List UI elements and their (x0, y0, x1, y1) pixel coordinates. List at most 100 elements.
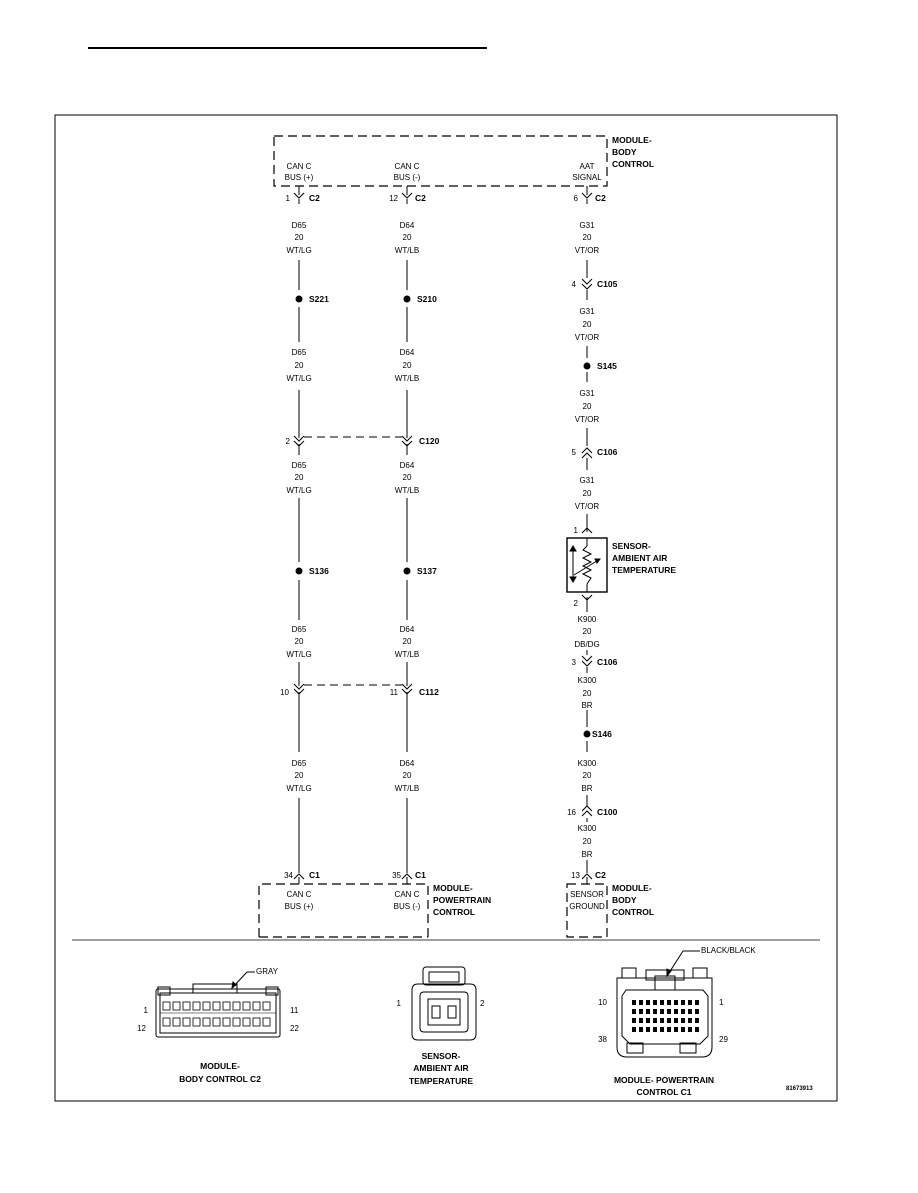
svg-text:D65: D65 (292, 348, 307, 357)
pin-number: 11 (390, 688, 399, 697)
splice-s137 (403, 567, 411, 575)
splice-label: S136 (309, 566, 329, 576)
svg-text:WT/LB: WT/LB (395, 650, 419, 659)
pin-number: 4 (572, 280, 577, 289)
diagram-frame (54, 114, 838, 1102)
wire-label-k300: K300 20 BR (578, 676, 597, 710)
pin-label-can-c-neg: BUS (-) (394, 902, 421, 911)
pin-number: 2 (286, 437, 291, 446)
splice-s146 (583, 730, 591, 738)
svg-text:WT/LB: WT/LB (395, 374, 419, 383)
pin-label-sensor-ground: SENSOR (570, 890, 604, 899)
splice-s210 (403, 295, 411, 303)
svg-text:WT/LG: WT/LG (286, 486, 311, 495)
splice-s136 (295, 567, 303, 575)
svg-text:20: 20 (295, 361, 304, 370)
pin-number: 5 (572, 448, 577, 457)
pin-number: 34 (284, 871, 293, 880)
svg-text:G31: G31 (579, 307, 595, 316)
connector-label: C100 (597, 807, 618, 817)
pin-number: 35 (392, 871, 401, 880)
pin-label-can-c-neg: CAN C (395, 890, 420, 899)
wire-label-d65: D65 20 WT/LG (286, 461, 311, 495)
svg-text:VT/OR: VT/OR (575, 415, 600, 424)
connector-label: C106 (597, 447, 618, 457)
pin-number: 29 (719, 1035, 728, 1044)
svg-text:20: 20 (295, 473, 304, 482)
pin-number: 11 (290, 1006, 299, 1015)
bcm-c2-connector-view (155, 971, 281, 1038)
svg-text:D65: D65 (292, 221, 307, 230)
splice-label: S146 (592, 729, 612, 739)
pcm-c1-connector-view (616, 950, 713, 1058)
wire-label-d64: D64 20 WT/LB (395, 348, 419, 383)
svg-text:G31: G31 (579, 389, 595, 398)
pin-label-can-c-pos: CAN C (287, 890, 312, 899)
connector-c105 (581, 278, 593, 290)
svg-text:WT/LB: WT/LB (395, 486, 419, 495)
module-label-line: BODY (612, 895, 637, 905)
connector-view-title: MODULE- POWERTRAIN (614, 1075, 714, 1085)
connector-view-title: AMBIENT AIR (413, 1063, 468, 1073)
connector-c112 (293, 683, 413, 695)
pin-label-aat-signal: AAT (580, 162, 595, 171)
connector-view-title: TEMPERATURE (409, 1076, 473, 1086)
splice-label: S145 (597, 361, 617, 371)
wire-label-k300: K300 20 BR (578, 759, 597, 793)
connector-c106 (581, 447, 593, 459)
connector-c2-top (293, 192, 593, 199)
svg-text:20: 20 (403, 473, 412, 482)
pin-number: 10 (280, 688, 289, 697)
splice-label: S137 (417, 566, 437, 576)
connector-label: C106 (597, 657, 618, 667)
wire-label-d65: D65 20 WT/LG (286, 759, 311, 793)
wire-label-g31: G31 20 VT/OR (575, 389, 600, 424)
svg-text:K300: K300 (578, 676, 597, 685)
svg-text:DB/DG: DB/DG (574, 640, 599, 649)
module-label-line: POWERTRAIN (433, 895, 491, 905)
connector-label: C105 (597, 279, 618, 289)
connector-c1-bottom (293, 873, 593, 880)
pin-label-can-c-pos: BUS (+) (285, 173, 314, 182)
module-label-line: CONTROL (433, 907, 475, 917)
module-label-line: MODULE- (612, 135, 652, 145)
pin-number: 2 (480, 999, 485, 1008)
wire-label-d65: D65 20 WT/LG (286, 348, 311, 383)
pin-label-can-c-neg: BUS (-) (394, 173, 421, 182)
body-control-module-top: MODULE- BODY CONTROL CAN C BUS (+) CAN C… (273, 135, 654, 187)
svg-text:D64: D64 (400, 461, 415, 470)
connector-label: C120 (419, 436, 440, 446)
svg-text:VT/OR: VT/OR (575, 246, 600, 255)
pin-number: 1 (286, 194, 291, 203)
ambient-air-temp-sensor (566, 527, 608, 601)
pin-number: 22 (290, 1024, 299, 1033)
svg-text:D65: D65 (292, 461, 307, 470)
wire-label-k900: K900 20 DB/DG (574, 615, 599, 649)
splice-s221 (295, 295, 303, 303)
connector-view-title: SENSOR- (422, 1051, 461, 1061)
connector-view-title: MODULE- (200, 1061, 240, 1071)
svg-text:D64: D64 (400, 625, 415, 634)
svg-text:20: 20 (583, 402, 592, 411)
svg-text:G31: G31 (579, 221, 595, 230)
pin-number: 1 (397, 999, 402, 1008)
sensor-label-line: TEMPERATURE (612, 565, 676, 575)
aat-sensor-connector-view (411, 966, 477, 1041)
pin-label-can-c-pos: CAN C (287, 162, 312, 171)
svg-text:20: 20 (403, 361, 412, 370)
svg-text:WT/LB: WT/LB (395, 784, 419, 793)
pcm-c1-callout: BLACK/BLACK (701, 946, 756, 955)
svg-text:20: 20 (583, 233, 592, 242)
connector-label: C2 (309, 193, 320, 203)
figure-id: 81673913 (786, 1086, 813, 1092)
pin-number: 10 (598, 998, 607, 1007)
sensor-label-line: AMBIENT AIR (612, 553, 667, 563)
wire-label-g31: G31 20 VT/OR (575, 476, 600, 511)
svg-text:20: 20 (583, 771, 592, 780)
svg-text:20: 20 (403, 771, 412, 780)
svg-text:20: 20 (583, 837, 592, 846)
pin-number: 6 (574, 194, 579, 203)
svg-text:20: 20 (583, 320, 592, 329)
pin-number: 3 (572, 658, 577, 667)
